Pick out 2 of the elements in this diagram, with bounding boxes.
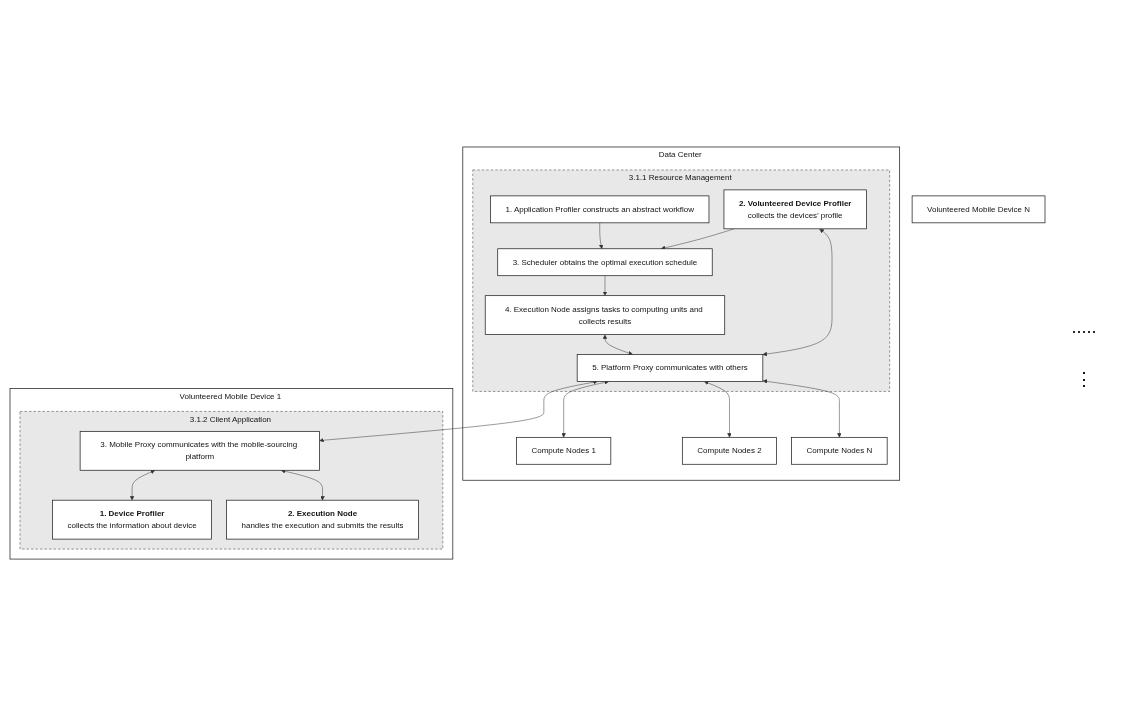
ellipsis-label: ⋮ <box>1075 367 1093 390</box>
ellipsis-label: ..... <box>1071 316 1097 338</box>
